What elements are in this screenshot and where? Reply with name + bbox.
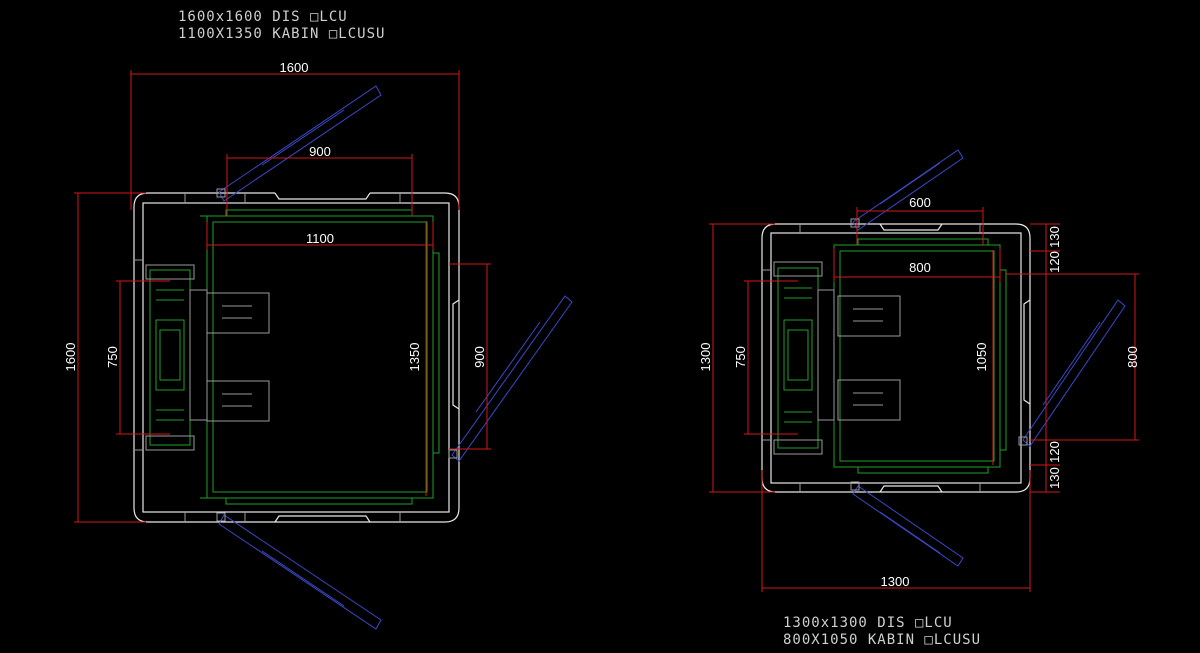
right-dim-overall-width: 1300 [881,574,910,589]
right-dim-overall-height: 1300 [698,343,713,372]
left-shaft-wall [133,191,460,523]
right-doors [850,149,1126,567]
left-dimensions [74,70,491,523]
right-dim-clear-bot-a: 120 [1047,441,1062,463]
right-dim-clear-bot-b: 130 [1047,467,1062,489]
right-dimension-labels: 600 800 1300 750 1050 800 130 120 120 13… [698,195,1140,589]
right-dim-clear-top-a: 130 [1047,226,1062,248]
right-guide-rails [773,261,901,455]
left-caption-line1: 1600x1600 DIS □LCU [178,9,348,25]
right-dim-clear-top-b: 120 [1047,251,1062,273]
left-dim-cabin-depth: 1350 [407,343,422,372]
right-dim-door-side: 800 [1125,346,1140,368]
left-caption-line2: 1100X1350 KABIN □LCUSU [178,26,386,42]
left-guide-rails [145,264,270,451]
right-dim-rail-span: 750 [733,346,748,368]
left-dim-cabin-width: 1100 [306,231,334,246]
left-cabin [200,209,440,505]
right-caption-line1: 1300x1300 DIS □LCU [783,615,953,631]
right-plan: 600 800 1300 750 1050 800 130 120 120 13… [698,149,1140,592]
right-shaft-wall [761,223,1031,493]
left-dim-overall-height: 1600 [63,343,78,372]
right-dimensions [709,207,1139,592]
left-doors [216,85,573,630]
left-dim-overall-width: 1600 [280,60,309,75]
left-dim-door-top: 900 [309,144,331,159]
left-dim-door-side: 900 [472,346,487,368]
right-caption-line2: 800X1050 KABIN □LCUSU [783,632,982,648]
right-dim-cabin-depth: 1050 [974,343,989,372]
left-dimension-labels: 1600 900 1100 1600 750 1350 900 [63,60,487,371]
left-plan: 1600 900 1100 1600 750 1350 900 [63,60,573,630]
right-dim-cabin-width: 800 [909,260,931,275]
left-dim-rail-span: 750 [105,346,120,368]
right-dim-door-top: 600 [909,195,931,210]
